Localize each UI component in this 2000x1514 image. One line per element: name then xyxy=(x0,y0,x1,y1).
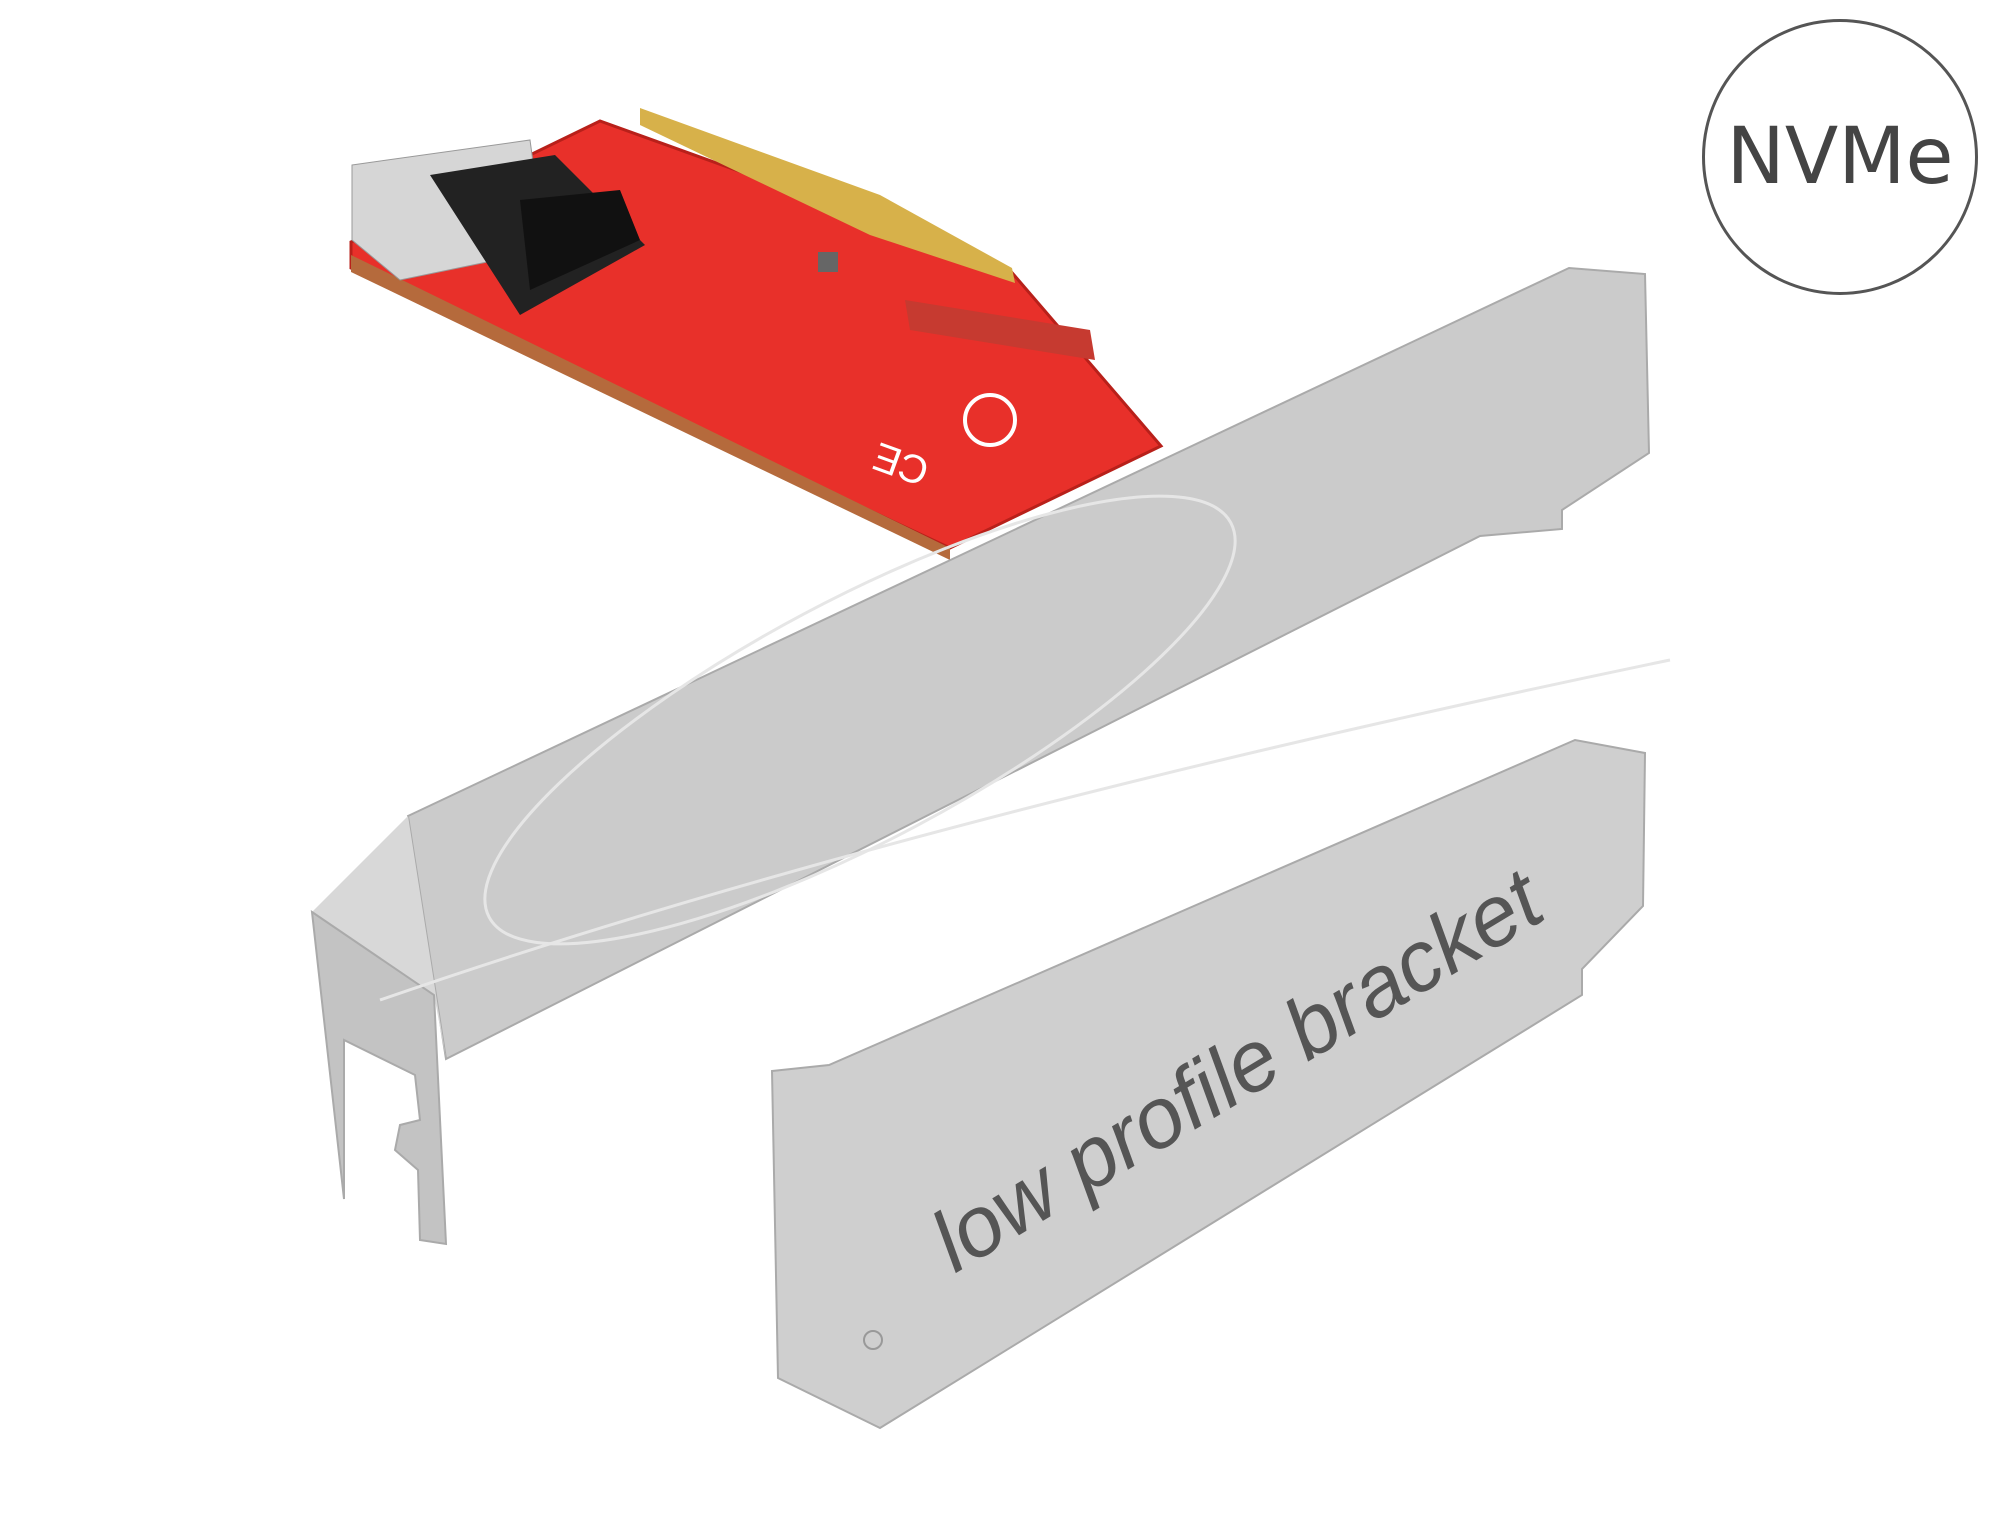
low-profile-bracket xyxy=(770,738,1647,1430)
gold-fingers xyxy=(640,108,1015,283)
nvme-badge-label: NVMe xyxy=(1726,112,1954,202)
pcb-silkscreen: 4 x4 TO SFF-8654 Adapter xyxy=(610,477,805,604)
weee-icon xyxy=(963,393,1017,447)
screw-hole xyxy=(863,1330,883,1350)
watermark-logo xyxy=(379,494,1671,1002)
nvme-badge: NVMe xyxy=(1702,19,1978,295)
capacitor xyxy=(818,252,838,272)
sff-8654-connector xyxy=(351,139,645,315)
